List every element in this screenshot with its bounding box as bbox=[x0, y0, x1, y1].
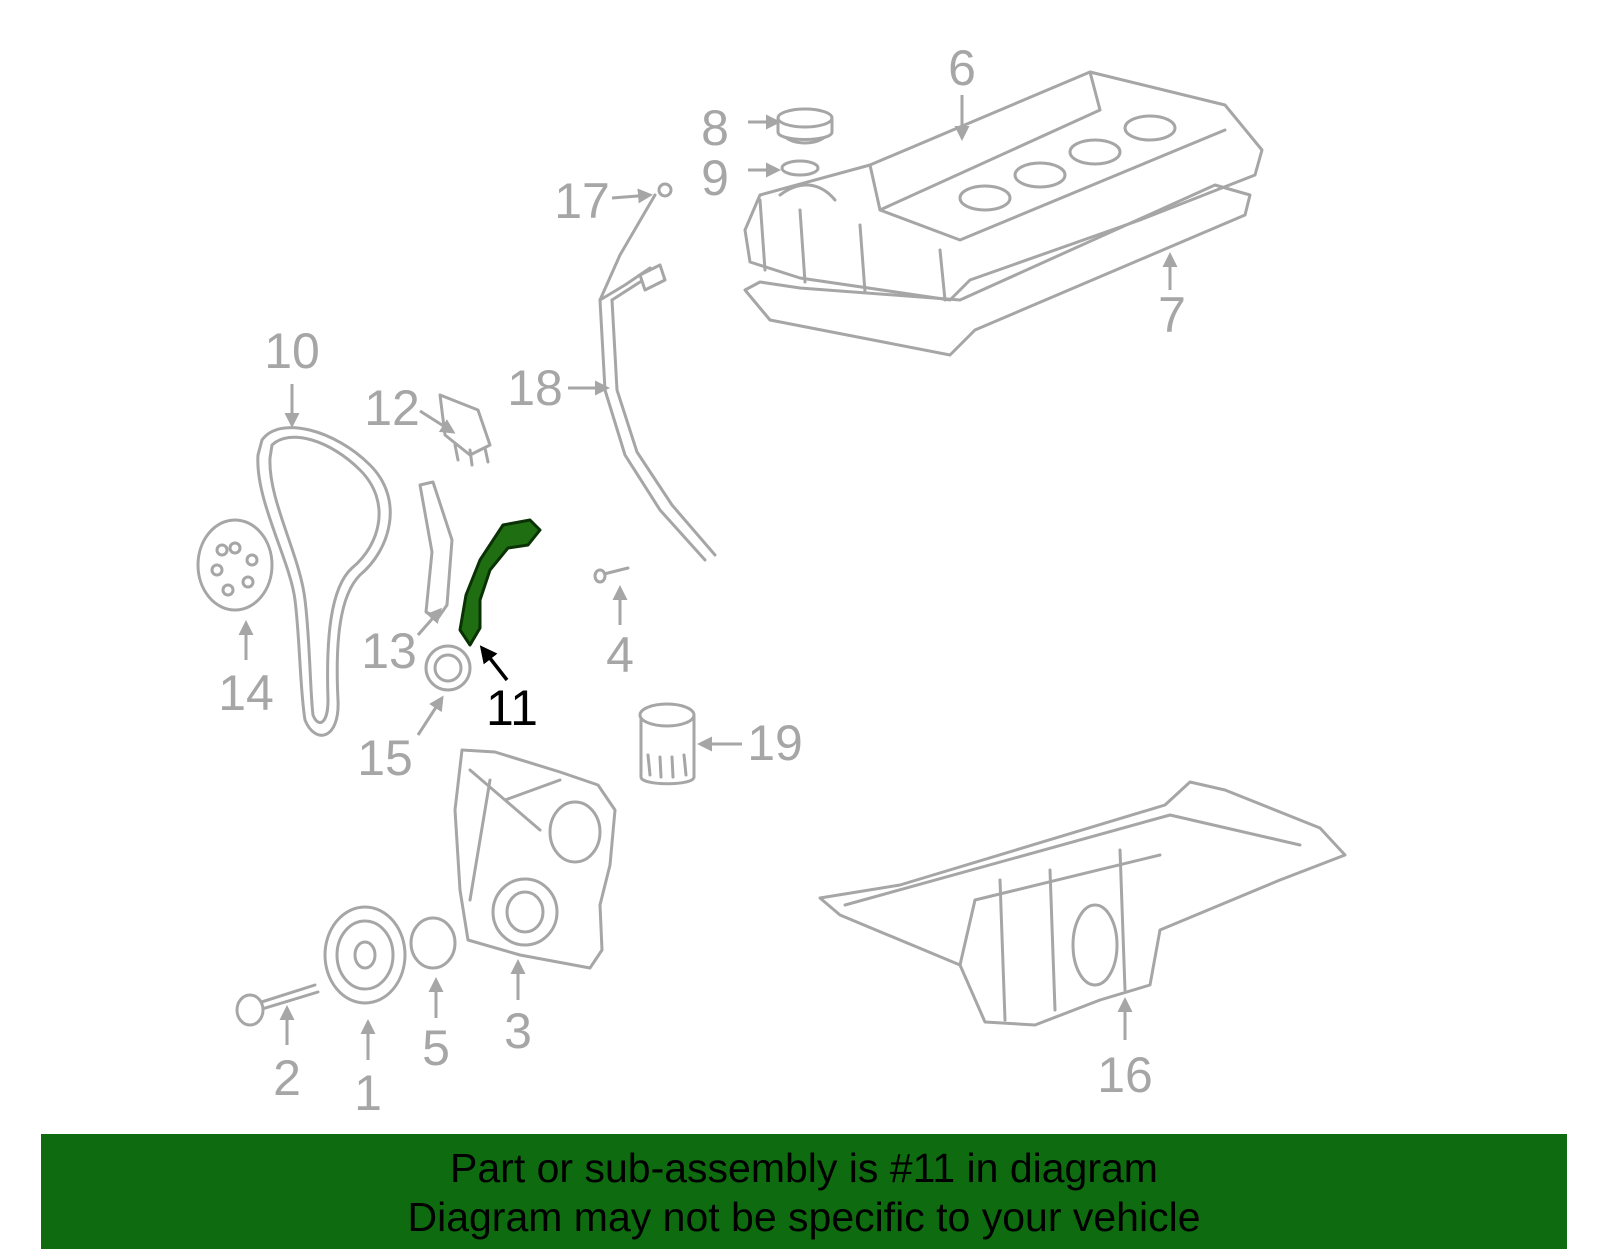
banner-line-disclaimer: Diagram may not be specific to your vehi… bbox=[407, 1194, 1201, 1240]
callout-10: 10 bbox=[264, 323, 320, 379]
bolt-part-4 bbox=[593, 566, 630, 584]
chain-guide-part-13 bbox=[418, 480, 454, 620]
info-banner: Part or sub-assembly is #11 in diagram D… bbox=[41, 1134, 1567, 1249]
leader-arrows bbox=[238, 95, 1178, 1060]
oil-filler-cap-part-8 bbox=[776, 107, 834, 145]
oil-filter-part-19 bbox=[638, 702, 696, 786]
valve-cover-part-6 bbox=[743, 70, 1264, 302]
callout-6: 6 bbox=[948, 40, 976, 96]
crankshaft-sprocket-part-15 bbox=[424, 644, 472, 692]
callout-8: 8 bbox=[701, 100, 729, 156]
callout-11: 11 bbox=[486, 680, 538, 736]
crankshaft-pulley-part-1 bbox=[323, 905, 407, 1005]
callout-18: 18 bbox=[507, 360, 563, 416]
callout-4: 4 bbox=[606, 627, 634, 683]
oil-pan-part-16 bbox=[818, 780, 1347, 1027]
callout-16: 16 bbox=[1097, 1047, 1153, 1103]
callout-15: 15 bbox=[357, 730, 413, 786]
parts-diagram: 6 8 9 7 17 18 10 12 13 14 11 15 4 19 3 2… bbox=[196, 40, 1347, 1121]
callout-1: 1 bbox=[354, 1065, 382, 1121]
timing-chain-part-10 bbox=[256, 426, 392, 737]
callout-2: 2 bbox=[273, 1050, 301, 1106]
valve-cover-gasket-part-7 bbox=[743, 183, 1252, 357]
banner-line-part-number: Part or sub-assembly is #11 in diagram bbox=[450, 1145, 1158, 1191]
callout-9: 9 bbox=[701, 150, 729, 206]
dipstick-tube-part-18 bbox=[598, 182, 717, 562]
chain-tensioner-part-12 bbox=[438, 393, 492, 467]
chain-guide-part-11-highlighted bbox=[458, 518, 542, 647]
callout-5: 5 bbox=[422, 1020, 450, 1076]
camshaft-sprocket-part-14 bbox=[196, 518, 274, 612]
callout-3: 3 bbox=[504, 1003, 532, 1059]
callout-17: 17 bbox=[554, 173, 610, 229]
callout-19: 19 bbox=[747, 715, 803, 771]
front-seal-part-5 bbox=[409, 916, 457, 970]
callout-7: 7 bbox=[1158, 287, 1186, 343]
pulley-bolt-part-2 bbox=[235, 983, 320, 1027]
callout-14: 14 bbox=[218, 665, 274, 721]
o-ring-part-9 bbox=[780, 159, 820, 177]
callout-12: 12 bbox=[364, 380, 420, 436]
front-cover-part-3 bbox=[453, 748, 617, 970]
callout-13: 13 bbox=[361, 623, 417, 679]
